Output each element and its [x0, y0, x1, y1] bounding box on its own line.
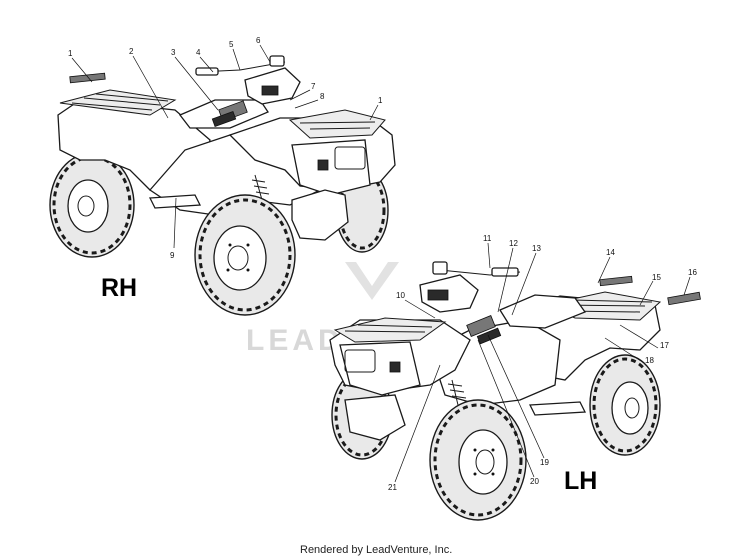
- rh-front-bumper: [291, 139, 371, 196]
- view-label-lh: LH: [564, 467, 597, 495]
- callout-label: 17: [660, 341, 669, 350]
- callout-label: 7: [311, 82, 316, 91]
- lh-seat: [499, 294, 587, 329]
- callout-label: 18: [645, 356, 654, 365]
- callout-label: 21: [388, 483, 397, 492]
- callout-numbers: 1 2 3 4 5 6 7 8 1 9 10 11 12 13 14 15 16…: [68, 36, 697, 492]
- callout-label: 14: [606, 248, 615, 257]
- callout-label: 9: [170, 251, 175, 260]
- callout-label: 5: [229, 40, 234, 49]
- rh-rear-rack: [59, 89, 177, 116]
- callout-label: 8: [320, 92, 325, 101]
- footer-credit: Rendered by LeadVenture, Inc.: [300, 544, 452, 556]
- callout-label: 13: [532, 244, 541, 253]
- lh-decal-warning: [466, 315, 496, 337]
- rh-front-rack: [288, 109, 386, 139]
- lh-decal-tank: [427, 289, 449, 301]
- view-label-rh: RH: [101, 274, 137, 302]
- callout-label: 1: [68, 49, 73, 58]
- callout-leaders: [71, 44, 691, 483]
- callout-label: 12: [509, 239, 518, 248]
- lh-loose-decal-16: [667, 291, 701, 306]
- callout-label: 15: [652, 273, 661, 282]
- lh-rear-far-wheel: [589, 354, 661, 456]
- leadventure-watermark: LEAD: [246, 262, 399, 357]
- callout-label: 11: [483, 234, 492, 243]
- callout-label: 19: [540, 458, 549, 467]
- rh-loose-decal-1: [69, 72, 106, 84]
- callout-label: 2: [129, 47, 134, 56]
- rh-front-near-wheel: [194, 194, 296, 316]
- watermark-text: LEAD: [246, 324, 344, 357]
- rh-rear-wheel: [49, 152, 135, 258]
- callout-label: 1: [378, 96, 383, 105]
- lh-loose-decal-14: [599, 275, 633, 287]
- callout-label: 10: [396, 291, 405, 300]
- callout-label: 4: [196, 48, 201, 57]
- lh-fuel-tank: [419, 274, 479, 313]
- callout-label: 16: [688, 268, 697, 277]
- atv-left-hand-view: [329, 261, 701, 521]
- callout-label: 6: [256, 36, 261, 45]
- callout-label: 20: [530, 477, 539, 486]
- lh-front-rack: [333, 317, 447, 343]
- callout-label: 3: [171, 48, 176, 57]
- lh-front-near-wheel: [429, 399, 527, 521]
- atv-right-hand-view: [49, 55, 396, 316]
- lh-front-bumper: [339, 341, 421, 396]
